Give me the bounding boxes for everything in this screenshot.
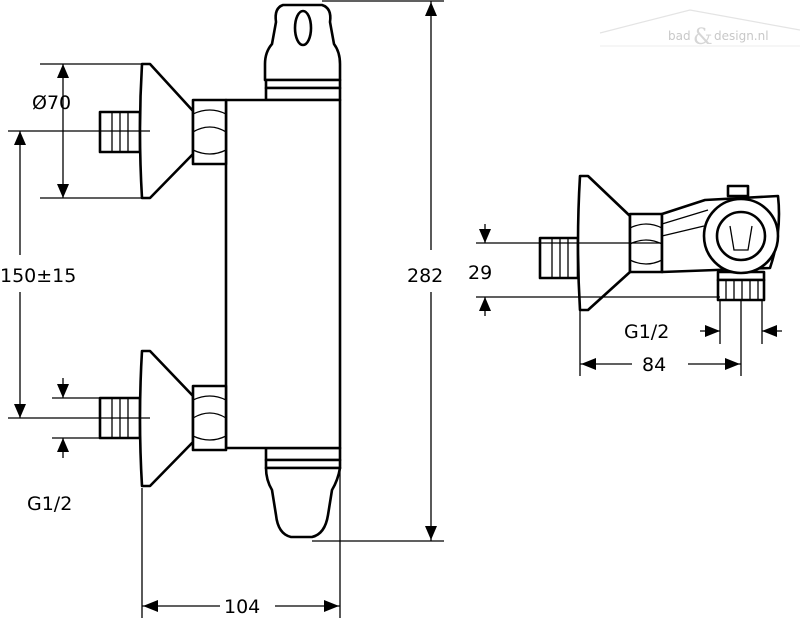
dimension-depth-label: 84 <box>642 354 666 376</box>
watermark-text-left: bad <box>668 29 691 43</box>
front-view: Ø70 150±15 G1/2 <box>0 0 444 618</box>
upper-inlet <box>98 62 228 200</box>
dimension-diameter-label: Ø70 <box>32 92 71 114</box>
dimension-offset-label: 29 <box>468 262 492 284</box>
dimension-thread-front-label: G1/2 <box>27 493 72 515</box>
valve-body <box>224 98 342 450</box>
dimension-width-label: 104 <box>224 596 260 618</box>
side-body <box>660 184 781 302</box>
dimension-thread-side: G1/2 <box>624 300 782 344</box>
dimension-centres-label: 150±15 <box>0 265 76 287</box>
watermark-ampersand: & <box>693 25 713 50</box>
dimension-width: 104 <box>141 448 341 618</box>
dimension-depth: 84 <box>579 300 742 376</box>
side-view: 29 G1/2 84 <box>468 174 782 376</box>
dimension-height-label: 282 <box>407 265 443 287</box>
lower-inlet <box>98 349 228 488</box>
dimension-height: 282 <box>312 0 444 542</box>
watermark-logo: bad & design.nl <box>599 9 800 50</box>
dimension-offset: 29 <box>468 224 720 316</box>
dimension-centres: 150±15 <box>0 130 150 419</box>
bottom-cap <box>264 446 342 539</box>
dimension-thread-side-label: G1/2 <box>624 321 669 343</box>
dimension-thread-front: G1/2 <box>27 378 100 515</box>
top-cap <box>263 3 342 102</box>
side-nipple <box>538 236 580 280</box>
watermark-text-right: design.nl <box>714 29 769 43</box>
